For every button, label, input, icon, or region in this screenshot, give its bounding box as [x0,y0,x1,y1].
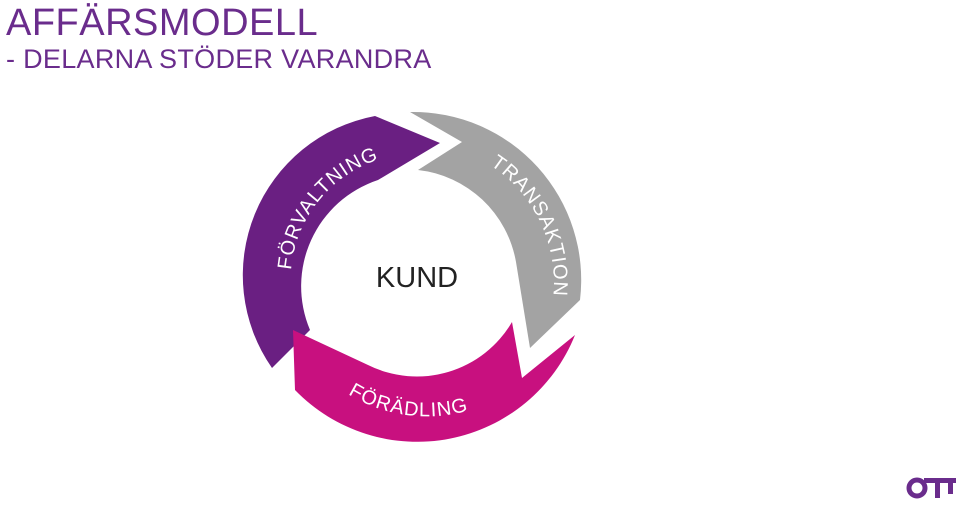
key-icon [906,477,956,499]
segment-transaktion [410,111,582,349]
segment-forvaltning [242,116,440,368]
segment-foradling [293,322,575,442]
title-block: AFFÄRSMODELL - DELARNA STÖDER VARANDRA [6,4,432,73]
page-title: AFFÄRSMODELL [6,2,319,44]
page-subtitle: - DELARNA STÖDER VARANDRA [6,44,432,74]
business-cycle-diagram: FÖRVALTNING TRANSAKTION FÖRÄDLING KUND [242,111,582,442]
center-label: KUND [376,262,458,294]
